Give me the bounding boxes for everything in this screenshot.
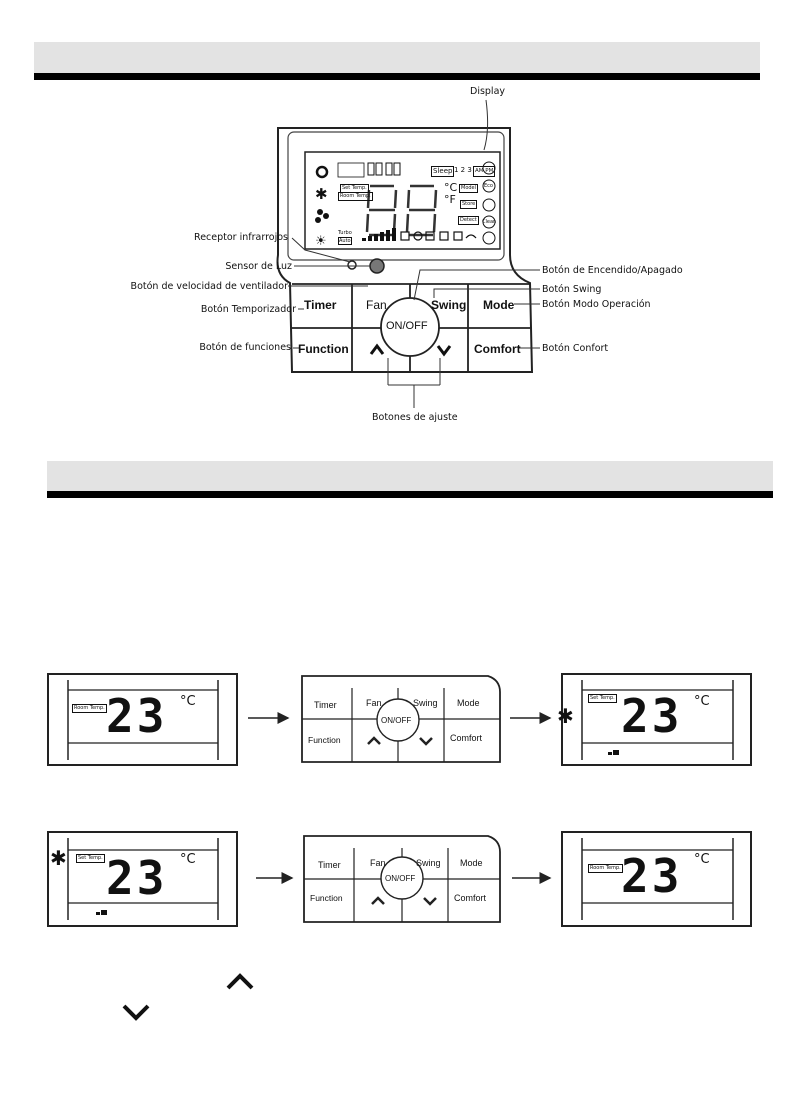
row1-mode-button[interactable]: Mode bbox=[457, 698, 480, 708]
row2-swing-button[interactable]: Swing bbox=[416, 858, 441, 868]
row2-before-set-temp: Set Temp. bbox=[76, 854, 105, 863]
lcd-left-icons: ✱ ☀ bbox=[315, 165, 329, 249]
function-button[interactable]: Function bbox=[298, 342, 349, 356]
comfort-button[interactable]: Comfort bbox=[474, 342, 521, 356]
up-arrow-icon bbox=[226, 973, 254, 990]
label-timer-button: Botón Temporizador bbox=[200, 304, 296, 315]
label-mode-button: Botón Modo Operación bbox=[542, 299, 651, 310]
row2-function-button[interactable]: Function bbox=[310, 893, 343, 903]
onoff-button[interactable]: ON/OFF bbox=[386, 320, 428, 332]
row2-mode-button[interactable]: Mode bbox=[460, 858, 483, 868]
section-header-bar-2 bbox=[47, 461, 773, 498]
row2-before-temp: 23 bbox=[106, 851, 168, 905]
lcd-am-pm: AM PM bbox=[473, 166, 496, 177]
down-arrow-icon bbox=[122, 1004, 150, 1021]
lcd-auto: Auto bbox=[338, 237, 352, 245]
label-functions-button: Botón de funciones bbox=[199, 342, 291, 353]
ir-receiver-dot bbox=[347, 260, 357, 270]
row1-keypad bbox=[301, 675, 501, 763]
row1-before-celsius: °C bbox=[180, 694, 196, 709]
lcd-digits bbox=[365, 184, 438, 237]
lcd-celsius: °C bbox=[444, 181, 458, 194]
row1-fan-button[interactable]: Fan bbox=[366, 698, 382, 708]
row2-after-celsius: °C bbox=[694, 852, 710, 867]
row1-after-set-temp: Set Temp. bbox=[588, 694, 617, 703]
row2-before-snowflake-icon: ✱ bbox=[50, 846, 67, 870]
lcd-detect: Detect bbox=[458, 216, 479, 225]
timer-button[interactable]: Timer bbox=[304, 298, 337, 312]
swing-button[interactable]: Swing bbox=[431, 298, 467, 312]
svg-text:✱: ✱ bbox=[315, 185, 328, 203]
lcd-fahrenheit: °F bbox=[444, 193, 456, 206]
row1-onoff-button[interactable]: ON/OFF bbox=[381, 716, 412, 725]
label-comfort-button: Botón Confort bbox=[542, 343, 609, 354]
row2-after-temp: 23 bbox=[621, 849, 683, 903]
section-header-bar-1 bbox=[34, 42, 760, 80]
row2-lcd-before bbox=[47, 831, 238, 927]
row1-swing-button[interactable]: Swing bbox=[413, 698, 438, 708]
row1-comfort-button[interactable]: Comfort bbox=[450, 733, 483, 743]
lcd-eco: Eco bbox=[484, 183, 493, 189]
label-light-sensor: Sensor de Luz bbox=[225, 261, 292, 272]
lcd-sleep-nums: 1 2 3 bbox=[454, 166, 472, 174]
mode-button[interactable]: Mode bbox=[483, 298, 515, 312]
row2-onoff-button[interactable]: ON/OFF bbox=[385, 874, 416, 883]
svg-text:☀: ☀ bbox=[315, 234, 327, 249]
label-fan-speed-button: Botón de velocidad de ventilador bbox=[130, 281, 288, 292]
row2-fan-button[interactable]: Fan bbox=[370, 858, 386, 868]
row1-lcd-before bbox=[47, 673, 238, 766]
row2-keypad bbox=[303, 835, 501, 923]
row2-before-celsius: °C bbox=[180, 852, 196, 867]
row2-after-room-temp: Room Temp. bbox=[588, 864, 623, 873]
lcd-clean: Clean bbox=[482, 219, 497, 225]
row2-comfort-button[interactable]: Comfort bbox=[454, 893, 487, 903]
row1-after-snowflake-icon: ✱ bbox=[557, 704, 574, 728]
lcd-model: Model bbox=[459, 184, 479, 193]
onoff-circle bbox=[380, 297, 440, 357]
label-adjust-buttons: Botones de ajuste bbox=[372, 412, 458, 423]
row1-after-temp: 23 bbox=[621, 689, 683, 743]
lcd-room-temp: Room Temp. bbox=[338, 192, 373, 201]
row1-before-room-temp: Room Temp. bbox=[72, 704, 107, 713]
lcd-store: Store bbox=[460, 200, 478, 209]
row1-function-button[interactable]: Function bbox=[308, 735, 341, 745]
label-swing-button: Botón Swing bbox=[542, 284, 602, 295]
label-onoff-button: Botón de Encendido/Apagado bbox=[542, 265, 683, 276]
fan-button[interactable]: Fan bbox=[366, 298, 387, 312]
row2-lcd-after bbox=[561, 831, 752, 927]
row1-after-celsius: °C bbox=[694, 694, 710, 709]
row1-timer-button[interactable]: Timer bbox=[314, 700, 337, 710]
lcd-turbo: Turbo bbox=[338, 230, 352, 236]
row1-before-temp: 23 bbox=[106, 689, 168, 743]
label-display: Display bbox=[470, 86, 506, 97]
lcd-sleep: Sleep bbox=[431, 166, 455, 177]
row1-lcd-after bbox=[561, 673, 752, 766]
row2-timer-button[interactable]: Timer bbox=[318, 860, 341, 870]
label-ir-receiver: Receptor infrarrojos bbox=[194, 232, 288, 243]
